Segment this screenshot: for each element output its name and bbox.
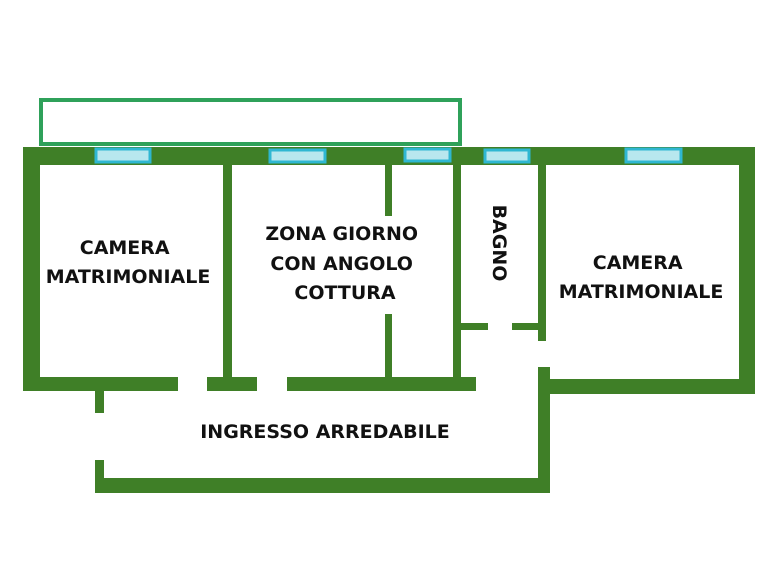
room-label-living: ZONA GIORNO CON ANGOLO COTTURA	[265, 223, 424, 304]
room-label-line: CAMERA	[593, 252, 683, 274]
room-label-bathroom: BAGNO	[488, 205, 510, 282]
wall-bottom-segment-3	[287, 377, 476, 391]
room-label-bedroom-left: CAMERA MATRIMONIALE	[46, 237, 211, 288]
room-label-line: ZONA GIORNO	[265, 223, 418, 245]
window-bedroom-right	[624, 147, 683, 164]
wall-hall-left-stub	[95, 385, 104, 413]
room-label-entrance: INGRESSO ARREDABILE	[200, 421, 450, 443]
wall-hall-bottom	[95, 478, 550, 493]
wall-partition-bedroom-living	[223, 161, 232, 383]
balcony-outline	[39, 98, 462, 146]
wall-hall-right	[538, 367, 550, 493]
wall-partition-kitchen-lower	[385, 314, 392, 380]
wall-bottom-bedroom-right	[538, 379, 755, 394]
wall-bathroom-bottom-right	[512, 323, 546, 330]
wall-bathroom-bottom-left	[453, 323, 488, 330]
wall-bottom-segment-2	[207, 377, 257, 391]
room-label-line: COTTURA	[294, 282, 396, 304]
room-label-bedroom-right: CAMERA MATRIMONIALE	[559, 252, 724, 303]
wall-hall-left-lower	[95, 460, 104, 493]
room-label-line: MATRIMONIALE	[559, 281, 724, 303]
window-bathroom	[483, 148, 531, 164]
window-bedroom-left	[94, 147, 152, 164]
room-label-line: BAGNO	[488, 205, 510, 282]
wall-partition-kitchen-upper	[385, 161, 392, 216]
room-label-line: CAMERA	[80, 237, 170, 259]
wall-partition-bathroom-bedroom	[538, 161, 546, 341]
room-label-line: MATRIMONIALE	[46, 266, 211, 288]
wall-partition-living-bathroom	[453, 161, 461, 383]
wall-left	[23, 147, 40, 391]
room-label-line: CON ANGOLO	[270, 253, 413, 275]
window-living-1	[268, 148, 327, 164]
wall-top	[23, 147, 755, 165]
wall-bottom-bedroom-left	[23, 377, 178, 391]
wall-right	[739, 147, 755, 394]
room-label-line: INGRESSO ARREDABILE	[200, 421, 450, 443]
window-living-2	[403, 147, 452, 163]
